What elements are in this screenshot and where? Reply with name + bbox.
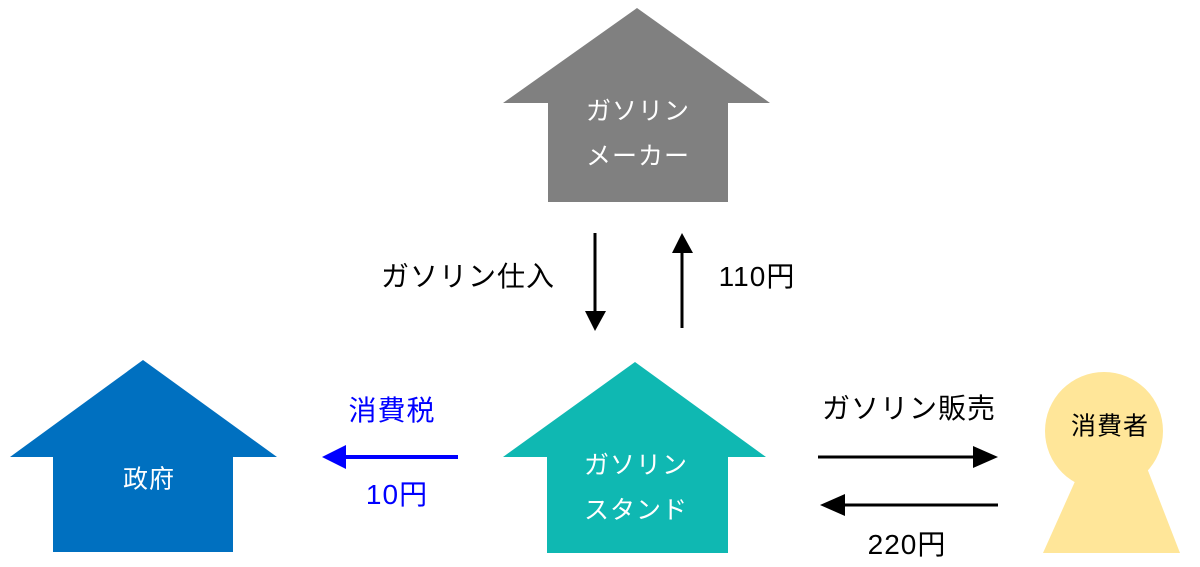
maker-house-icon [503,8,770,202]
maker-label-line2: メーカー [585,142,691,171]
purchase-arrowhead [585,311,606,331]
maker-label-line1: ガソリン [585,97,691,126]
station-label-line1: ガソリン [583,451,689,480]
purchase-payment-amount: 110円 [718,261,796,292]
sale-flow-label: ガソリン販売 [821,393,997,424]
consumer-label: 消費者 [1070,412,1150,441]
tax-arrow [322,445,458,469]
purchase-flow-label: ガソリン仕入 [380,261,556,292]
consumer-person-head-icon [1045,372,1163,490]
sale-payment-arrowhead [820,494,845,516]
purchase-arrow [585,233,606,331]
tax-flow-label: 消費税 [348,395,436,426]
station-house-icon [503,362,766,553]
consumer-person-body-icon [1043,468,1180,553]
tax-amount: 10円 [365,479,429,510]
purchase-payment-arrowhead [672,233,693,253]
sale-arrowhead [973,446,998,468]
government-label: 政府 [122,465,176,494]
sale-payment-arrow [820,494,998,516]
purchase-payment-arrow [672,233,693,328]
sale-arrow [818,446,998,468]
tax-arrowhead [322,445,346,469]
government-house-icon [10,360,277,552]
station-label-line2: スタンド [583,496,689,525]
sale-payment-amount: 220円 [867,529,947,560]
